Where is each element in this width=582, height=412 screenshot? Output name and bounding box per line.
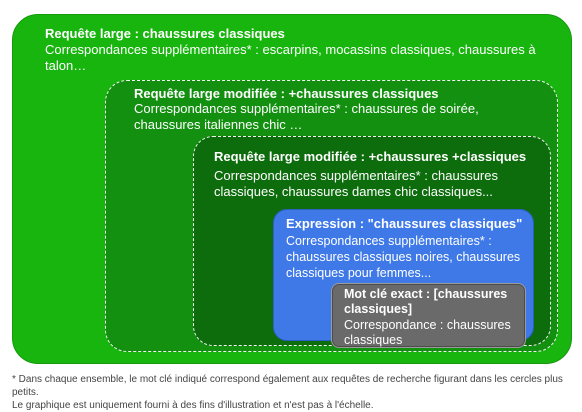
exact-match-title: Mot clé exact : [chaussures classiques] <box>344 287 508 316</box>
footnote: * Dans chaque ensemble, le mot clé indiq… <box>12 373 577 412</box>
modified-broad-match-title-2: Requête large modifiée : +chaussures +cl… <box>214 149 527 164</box>
modified-broad-match-title-1: Requête large modifiée : +chaussures cla… <box>134 86 439 101</box>
footnote-line-2: Le graphique est uniquement fourni à des… <box>12 400 374 411</box>
exact-match-description: Correspondance : chaussures classiques <box>344 318 511 347</box>
modified-broad-match-description-1: Correspondances supplémentaires* : chaus… <box>134 101 479 132</box>
modified-broad-match-description-2: Correspondances supplémentaires* : chaus… <box>214 168 498 199</box>
broad-match-description: Correspondances supplémentaires* : escar… <box>45 42 536 73</box>
phrase-match-title: Expression : "chaussures classiques" <box>286 216 523 231</box>
phrase-match-description: Correspondances supplémentaires* : chaus… <box>286 234 521 280</box>
exact-match-box: Mot clé exact : [chaussures classiques] … <box>331 283 526 348</box>
footnote-line-1: * Dans chaque ensemble, le mot clé indiq… <box>12 374 563 398</box>
broad-match-title: Requête large : chaussures classiques <box>45 26 285 41</box>
